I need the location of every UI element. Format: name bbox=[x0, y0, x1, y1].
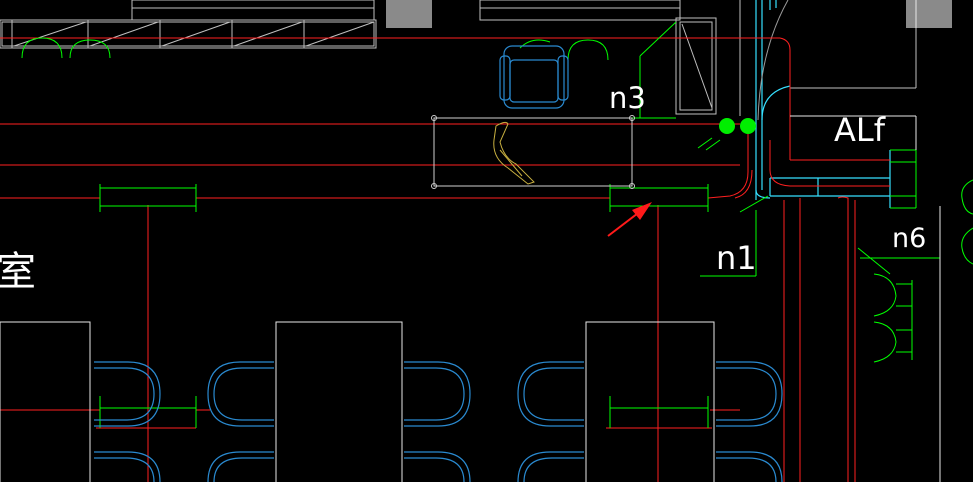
desk-chairs[interactable] bbox=[94, 361, 783, 482]
cyan-conduits[interactable] bbox=[755, 0, 891, 208]
green-marker-icon[interactable] bbox=[719, 118, 756, 134]
right-wall bbox=[790, 0, 941, 482]
armchair[interactable] bbox=[499, 45, 569, 109]
door-swing-arc bbox=[757, 0, 789, 121]
column[interactable] bbox=[906, 0, 952, 28]
annotation-arrow-icon bbox=[607, 202, 652, 237]
structural-columns bbox=[386, 0, 952, 28]
red-wiring[interactable] bbox=[0, 37, 890, 482]
lounge-table[interactable] bbox=[431, 115, 635, 189]
green-fixtures[interactable] bbox=[21, 21, 973, 428]
column[interactable] bbox=[386, 0, 432, 28]
desks[interactable] bbox=[0, 321, 715, 482]
top-cabinets[interactable] bbox=[0, 0, 917, 116]
